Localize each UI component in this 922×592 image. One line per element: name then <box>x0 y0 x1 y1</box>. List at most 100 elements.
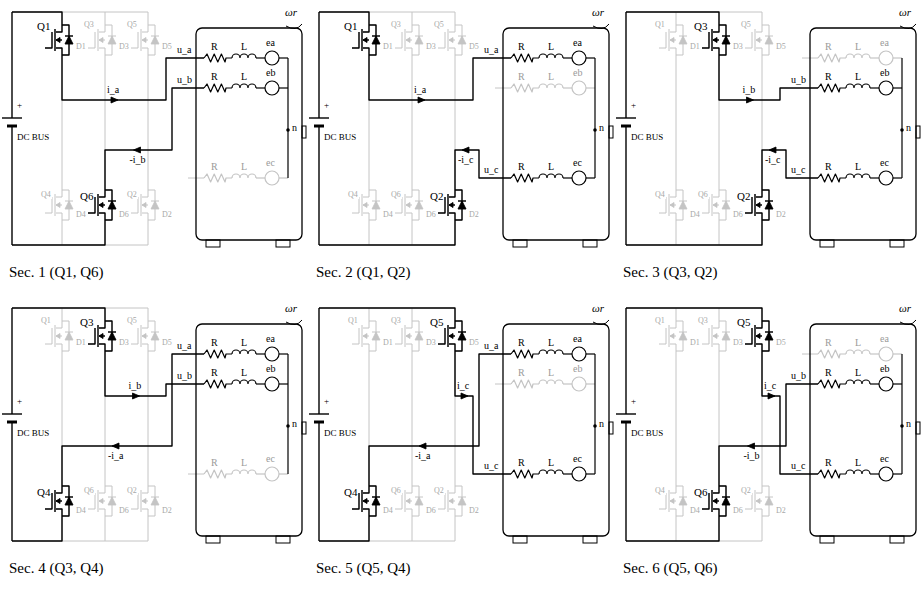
inductance-label: L <box>854 337 862 349</box>
diode-bar <box>151 201 159 202</box>
diode-bar <box>65 36 73 37</box>
emf-label: eb <box>879 363 890 375</box>
resistance-label: R <box>517 457 526 469</box>
ghost-switch-label: Q1 <box>347 316 359 325</box>
diode-bar <box>765 332 773 333</box>
mosfet-drain <box>449 481 455 493</box>
mosfet-source <box>756 213 762 225</box>
sector-panel <box>616 12 920 247</box>
current-arrow <box>748 443 755 449</box>
mosfet-drain <box>363 20 369 32</box>
winding-wire <box>563 57 572 58</box>
switch-label: Q4 <box>343 486 358 499</box>
winding-wire <box>870 473 879 474</box>
speed-label: ωr <box>898 6 912 19</box>
ghost-switch-label: Q6 <box>697 190 709 199</box>
mosfet-arrow <box>142 334 146 339</box>
emf-label: ea <box>265 37 276 49</box>
diode-symbol <box>65 497 73 505</box>
inductance-label: L <box>547 71 555 83</box>
mosfet-drain <box>99 316 105 328</box>
emf-label: eb <box>572 67 583 79</box>
ghost-switch-label: Q4 <box>347 190 359 199</box>
inductor-symbol <box>846 84 870 88</box>
ghost-switch-label: Q5 <box>740 20 752 29</box>
sector-panel <box>2 308 306 543</box>
phase-wire <box>719 384 818 481</box>
current-arrow <box>768 393 775 399</box>
resistance-label: R <box>210 457 219 469</box>
back-emf-source <box>879 347 893 361</box>
emf-label: ea <box>572 37 583 49</box>
mosfet-source <box>713 48 719 60</box>
motor-foot <box>276 240 290 247</box>
motor-housing <box>196 28 302 240</box>
resistance-label: R <box>824 337 833 349</box>
diode-symbol <box>65 36 73 44</box>
motor-shaft <box>302 126 306 138</box>
mosfet-channel <box>405 29 406 51</box>
dc-bus-wire <box>625 308 626 414</box>
dc-bus-wire <box>625 422 626 541</box>
dc-bus-wire <box>11 126 12 245</box>
emf-label: eb <box>879 67 890 79</box>
ghost-diode-label: D3 <box>118 338 130 347</box>
resistor-symbol <box>511 84 539 92</box>
mosfet-arrow <box>142 499 146 504</box>
mosfet-source <box>363 213 369 225</box>
diode-bar <box>108 36 116 37</box>
speed-label: ωr <box>591 302 605 315</box>
mosfet-arrow <box>670 334 674 339</box>
battery-plate <box>616 117 636 118</box>
diode-bar <box>722 332 730 333</box>
mosfet-arrow <box>449 334 453 339</box>
diode-symbol <box>722 497 730 505</box>
mosfet-channel <box>405 490 406 512</box>
dc-bus-label: DC BUS <box>630 428 664 438</box>
mosfet-arrow <box>449 38 453 43</box>
mosfet-source <box>670 213 676 225</box>
resistor-symbol <box>511 380 539 388</box>
mosfet-channel <box>362 194 363 216</box>
polarity-sign: + <box>323 396 330 406</box>
diode-symbol <box>151 332 159 340</box>
mosfet-channel <box>405 325 406 347</box>
resistance-label: R <box>517 161 526 173</box>
mosfet-arrow <box>756 499 760 504</box>
diode-bar <box>722 497 730 498</box>
mosfet-drain <box>756 185 762 197</box>
mosfet-gate <box>88 32 95 48</box>
mosfet-drain <box>363 20 369 32</box>
diode-symbol <box>65 201 73 209</box>
rotation-arc <box>593 24 609 29</box>
winding-wire <box>586 353 595 354</box>
switch-label: Q6 <box>79 190 94 203</box>
mosfet-source <box>56 344 62 356</box>
back-emf-source <box>879 377 893 391</box>
active-wire <box>12 308 105 316</box>
diode-symbol <box>415 332 423 340</box>
mosfet-source <box>99 344 105 356</box>
mosfet-source <box>406 509 412 521</box>
ghost-leg <box>148 308 149 316</box>
mosfet-source <box>142 48 148 60</box>
inductor-symbol <box>539 350 563 354</box>
resistor-symbol <box>818 380 846 388</box>
battery-plate <box>616 413 636 414</box>
diode-bar <box>108 497 116 498</box>
mosfet-source <box>449 213 455 225</box>
diode-bar <box>765 36 773 37</box>
ghost-diode-label: D1 <box>75 338 87 347</box>
diode-bar <box>108 331 116 332</box>
ghost-leg <box>676 225 677 245</box>
mosfet-gate <box>438 328 445 344</box>
emf-label: ea <box>879 37 890 49</box>
active-wire <box>319 225 455 245</box>
motor-shaft <box>609 422 613 434</box>
current-arrow <box>769 147 776 153</box>
ghost-leg <box>455 12 456 20</box>
resistance-label: R <box>517 337 526 349</box>
ghost-leg <box>148 60 149 185</box>
diode-symbol <box>679 497 687 505</box>
